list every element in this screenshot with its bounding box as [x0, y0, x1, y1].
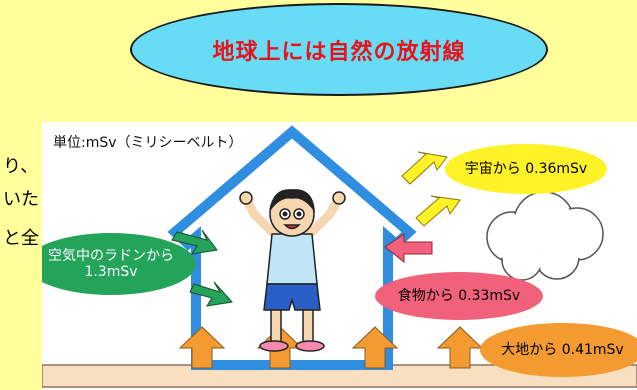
radon-source-bubble: 空気中のラドンから 1.3mSv [42, 233, 196, 295]
title-text: 地球上には自然の放射線 [212, 39, 466, 65]
ground-source-label: 大地から 0.41mSv [501, 341, 624, 358]
radiation-diagram: 単位:mSv（ミリシーベルト） 宇宙から 0.36mSv 空気中のラドンから 1… [42, 122, 637, 390]
ground-source-bubble: 大地から 0.41mSv [480, 323, 637, 377]
space-source-bubble: 宇宙から 0.36mSv [445, 144, 607, 194]
food-radiation-arrow [384, 233, 433, 264]
unit-label: 単位:mSv（ミリシーベルト） [53, 135, 243, 151]
side-text-line-2: いた [3, 189, 39, 210]
radon-source-label-line2: 1.3mSv [84, 264, 138, 280]
space-source-label: 宇宙から 0.36mSv [464, 160, 588, 177]
title-banner: 地球上には自然の放射線 [130, 3, 548, 96]
radon-radiation-arrows [171, 229, 233, 307]
food-source-bubble: 食物から 0.33mSv [375, 272, 543, 320]
side-text-line-1: り、 [3, 156, 39, 177]
side-text-line-3: と全 [3, 228, 39, 249]
space-radiation-arrows [401, 151, 461, 227]
person-figure [239, 189, 346, 352]
food-source-label: 食物から 0.33mSv [397, 287, 521, 304]
radon-source-label-line1: 空気中のラドンから [48, 247, 174, 264]
